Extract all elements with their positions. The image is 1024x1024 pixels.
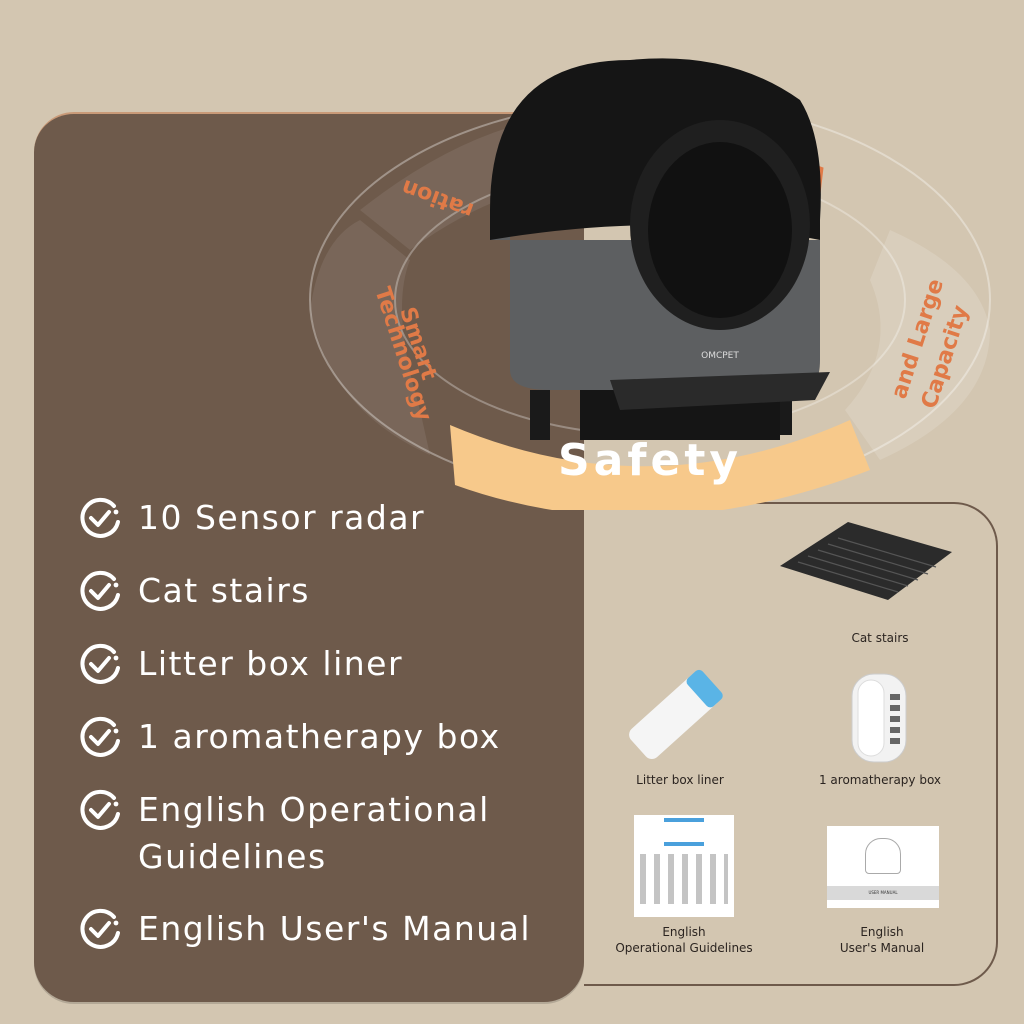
feature-panel: [34, 112, 584, 1002]
guidelines-image: [634, 815, 734, 917]
cat-stairs-image: [780, 522, 952, 600]
litter-box-image: OMCPET: [490, 58, 830, 440]
feature-item: Cat stairs: [76, 567, 576, 615]
check-circle-icon: [80, 789, 120, 830]
accessories-panel: [584, 502, 998, 986]
feature-list: 10 Sensor radar Cat stairs Litter box li…: [76, 494, 576, 978]
brand-logo: OMCPET: [701, 351, 739, 361]
check-circle-icon: [80, 643, 120, 684]
safety-label: Safety: [558, 435, 742, 486]
safety-band: [450, 420, 870, 510]
check-circle-icon: [80, 908, 120, 949]
check-circle-icon: [80, 570, 120, 611]
check-circle-icon: [80, 716, 120, 757]
cat-stairs-label: Cat stairs: [851, 631, 909, 645]
feature-item: 10 Sensor radar: [76, 494, 576, 542]
manual-image: USER MANUAL: [827, 826, 939, 908]
aromatherapy-box-label: 1 aromatherapy box: [818, 773, 942, 787]
feature-item: English User's Manual: [76, 905, 576, 953]
feature-ring: Safety Technology Smart ration and Large…: [309, 110, 991, 510]
feature-item: Litter box liner: [76, 640, 576, 688]
litter-liner-label: Litter box liner: [636, 773, 724, 787]
litter-liner-image: [629, 669, 723, 760]
feature-item: 1 aromatherapy box: [76, 713, 576, 761]
aromatherapy-box-image: [851, 673, 907, 763]
check-circle-icon: [80, 497, 120, 538]
